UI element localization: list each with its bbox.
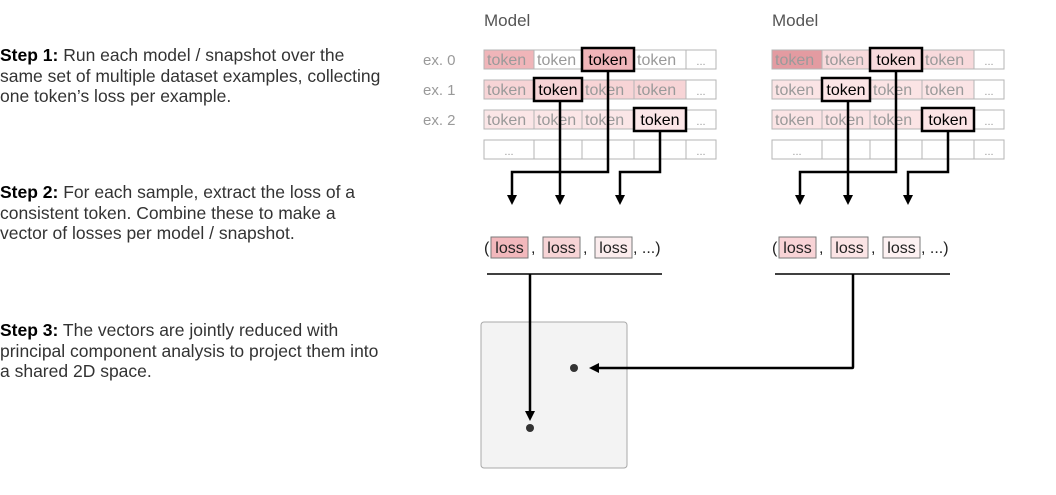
token-text-m0-r1-c4: ... xyxy=(696,86,705,98)
highlighted-token-m0-1 xyxy=(532,76,584,103)
loss-text-m0-2: loss xyxy=(599,240,627,257)
step-2-body: For each sample, extract the loss of a c… xyxy=(0,182,356,243)
loss-text-m1-0: loss xyxy=(783,240,811,257)
arrow-ex2-m0 xyxy=(615,131,662,205)
step-3-label: Step 3: xyxy=(0,320,59,340)
vector-ellipsis-m0: , ...) xyxy=(633,240,661,257)
loss-text-m1-1: loss xyxy=(835,240,863,257)
vector-comma-m1-1: , xyxy=(871,240,875,257)
highlighted-token-text-m0-2: token xyxy=(640,112,679,129)
step-1-text: Step 1: Run each model / snapshot over t… xyxy=(0,45,385,107)
token-cell-m0-r3-c4 xyxy=(685,139,717,160)
token-text-m0-r0-c1: token xyxy=(537,52,576,69)
token-text-m1-r1-c3: token xyxy=(925,82,964,99)
token-cell-m1-r0-c4 xyxy=(973,49,1005,70)
token-cell-m1-r3-c1 xyxy=(821,139,871,160)
loss-box-m0-2 xyxy=(594,236,633,259)
token-cell-m1-r3-c4 xyxy=(973,139,1005,160)
token-text-m1-r2-c4: ... xyxy=(984,116,993,128)
token-text-m1-r2-c0: token xyxy=(775,112,814,129)
vector-open-m0: ( xyxy=(484,240,490,257)
token-cell-m1-r1-c4 xyxy=(973,79,1005,100)
vector-open-m1: ( xyxy=(772,240,778,257)
token-text-m0-r2-c4: ... xyxy=(696,116,705,128)
token-text-m0-r3-c4: ... xyxy=(696,146,705,158)
step-2-label: Step 2: xyxy=(0,182,59,202)
highlighted-token-text-m1-2: token xyxy=(928,112,967,129)
token-text-m0-r2-c1: token xyxy=(537,112,576,129)
pca-point-model-a xyxy=(526,424,534,432)
highlighted-token-m1-1 xyxy=(820,76,872,103)
token-text-m0-r2-c0: token xyxy=(487,112,526,129)
vector-comma-m0-1: , xyxy=(583,240,587,257)
token-text-m0-r0-c3: token xyxy=(637,52,676,69)
step-3-body: The vectors are jointly reduced with pri… xyxy=(0,320,379,381)
step-1-body: Run each model / snapshot over the same … xyxy=(0,45,381,106)
row-label-2: ex. 2 xyxy=(423,112,456,129)
loss-box-m1-0 xyxy=(778,236,817,259)
row-label-1: ex. 1 xyxy=(423,82,456,99)
token-text-m1-r2-c1: token xyxy=(825,112,864,129)
loss-text-m0-0: loss xyxy=(495,240,523,257)
pca-point-model-b xyxy=(570,364,578,372)
step-3-text: Step 3: The vectors are jointly reduced … xyxy=(0,320,385,382)
loss-box-m1-1 xyxy=(830,236,869,259)
step-2-text: Step 2: For each sample, extract the los… xyxy=(0,182,385,244)
token-cell-m0-r0-c4 xyxy=(685,49,717,70)
vector-comma-m1-0: , xyxy=(819,240,823,257)
highlighted-token-text-m0-1: token xyxy=(538,82,577,99)
token-text-m1-r0-c3: token xyxy=(925,52,964,69)
token-text-m1-r0-c4: ... xyxy=(984,56,993,68)
token-text-m0-r3-c0: ... xyxy=(504,146,513,158)
token-text-m0-r0-c0: token xyxy=(487,52,526,69)
token-text-m1-r1-c2: token xyxy=(873,82,912,99)
token-text-m0-r0-c4: ... xyxy=(696,56,705,68)
token-text-m1-r1-c0: token xyxy=(775,82,814,99)
token-text-m0-r1-c2: token xyxy=(585,82,624,99)
loss-box-m1-2 xyxy=(882,236,921,259)
vector-ellipsis-m1: , ...) xyxy=(921,240,949,257)
token-text-m1-r3-c4: ... xyxy=(984,146,993,158)
highlighted-token-text-m1-0: token xyxy=(876,52,915,69)
step-1-label: Step 1: xyxy=(0,45,59,65)
model-title-1: Model xyxy=(772,11,818,30)
loss-text-m1-2: loss xyxy=(887,240,915,257)
token-text-m1-r0-c1: token xyxy=(825,52,864,69)
pca-space-box xyxy=(480,321,628,469)
token-text-m1-r1-c4: ... xyxy=(984,86,993,98)
token-text-m1-r3-c0: ... xyxy=(792,146,801,158)
model-title-0: Model xyxy=(484,11,530,30)
vector-comma-m0-0: , xyxy=(531,240,535,257)
loss-text-m0-1: loss xyxy=(547,240,575,257)
token-text-m0-r1-c3: token xyxy=(637,82,676,99)
token-text-m1-r0-c0: token xyxy=(775,52,814,69)
token-text-m0-r1-c0: token xyxy=(487,82,526,99)
highlighted-token-text-m0-0: token xyxy=(588,52,627,69)
highlighted-token-text-m1-1: token xyxy=(826,82,865,99)
steps-panel: Step 1: Run each model / snapshot over t… xyxy=(0,0,390,495)
arrow-ex2-m1 xyxy=(903,131,950,205)
row-label-0: ex. 0 xyxy=(423,52,456,69)
arrow-vector-b-to-point xyxy=(589,274,855,373)
token-cell-m0-r1-c4 xyxy=(685,79,717,100)
token-text-m0-r2-c2: token xyxy=(585,112,624,129)
loss-box-m0-1 xyxy=(542,236,581,259)
token-text-m1-r2-c2: token xyxy=(873,112,912,129)
loss-box-m0-0 xyxy=(490,236,529,259)
token-cell-m0-r3-c1 xyxy=(533,139,583,160)
